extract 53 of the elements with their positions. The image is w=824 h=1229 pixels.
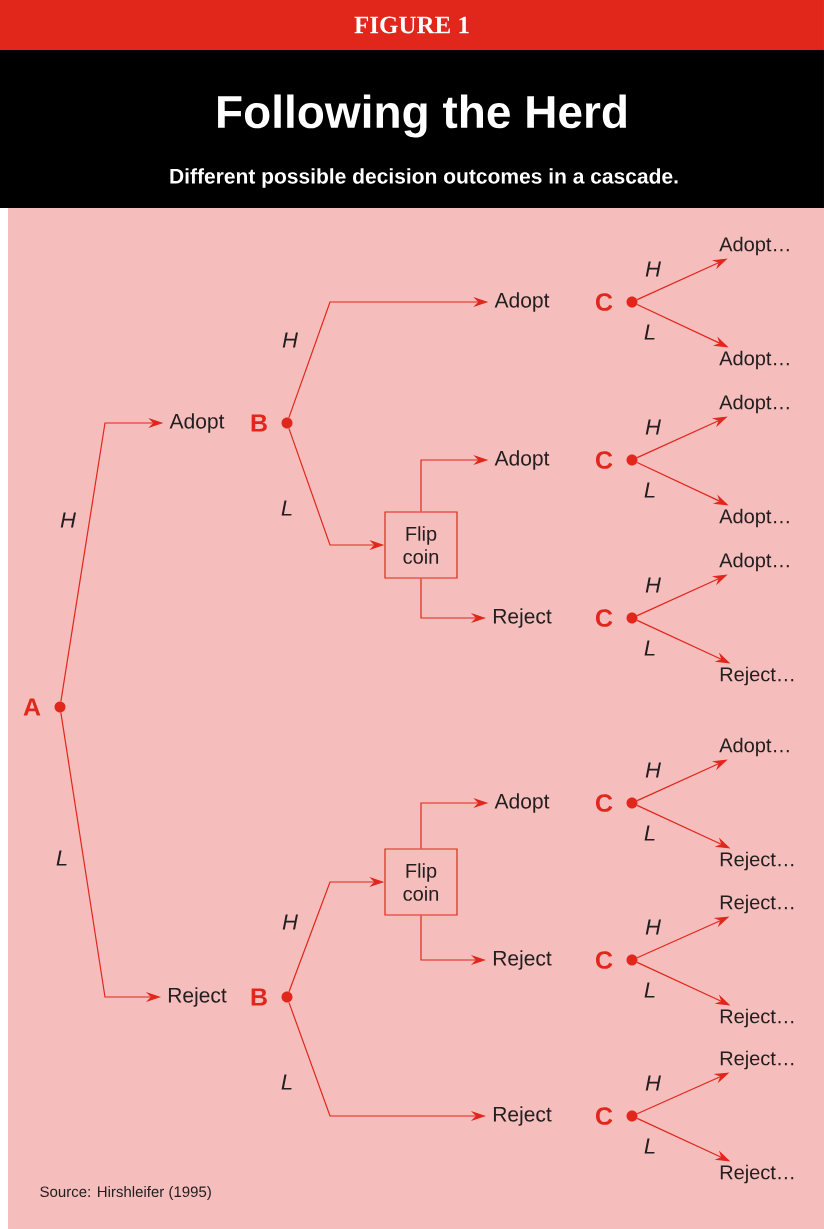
edge-label: L bbox=[281, 1074, 292, 1090]
node-letter: C bbox=[596, 794, 613, 812]
edge-label: H bbox=[60, 512, 76, 528]
subtitle: Different possible decision outcomes in a cascade. bbox=[170, 168, 678, 188]
outcome-label: Reject… bbox=[720, 666, 794, 686]
decision-label: Adopt bbox=[494, 793, 550, 813]
node-letter: C bbox=[596, 951, 613, 969]
edge-label: L bbox=[56, 850, 67, 866]
edge-label: L bbox=[644, 1138, 655, 1154]
outcome-label: Adopt… bbox=[719, 394, 789, 414]
node-letter: C bbox=[596, 1107, 613, 1125]
node-letter: C bbox=[596, 609, 613, 627]
decision-label: Reject bbox=[168, 987, 227, 1007]
edge-label: H bbox=[645, 919, 661, 935]
decision-label: Adopt bbox=[169, 413, 225, 433]
outcome-label: Reject… bbox=[720, 894, 794, 914]
edge-label: H bbox=[645, 419, 661, 435]
edge-label: L bbox=[281, 500, 292, 516]
outcome-label: Reject… bbox=[720, 1008, 794, 1028]
edge-label: L bbox=[644, 982, 655, 998]
flip-coin-box: Flip coin bbox=[384, 511, 458, 579]
edge-label: L bbox=[644, 324, 655, 340]
flip-coin-box: Flip coin bbox=[384, 848, 458, 916]
node-letter: B bbox=[251, 414, 267, 432]
node-letter: B bbox=[251, 988, 267, 1006]
decision-label: Reject bbox=[493, 1106, 552, 1126]
outcome-label: Adopt… bbox=[719, 236, 789, 256]
edge-label: L bbox=[644, 482, 655, 498]
decision-label: Reject bbox=[493, 608, 552, 628]
outcome-label: Adopt… bbox=[719, 737, 789, 757]
edge-label: H bbox=[645, 261, 661, 277]
node-letter: C bbox=[596, 451, 613, 469]
edge-label: H bbox=[645, 1075, 661, 1091]
outcome-label: Adopt… bbox=[719, 350, 789, 370]
figure-number: FIGURE 1 bbox=[354, 16, 469, 34]
decision-label: Reject bbox=[493, 950, 552, 970]
outcome-label: Reject… bbox=[720, 1050, 794, 1070]
node-letter: A bbox=[23, 698, 41, 716]
edge-label: H bbox=[645, 577, 661, 593]
outcome-label: Reject… bbox=[720, 1164, 794, 1184]
outcome-label: Adopt… bbox=[719, 508, 789, 528]
edge-label: H bbox=[282, 332, 298, 348]
outcome-label: Reject… bbox=[720, 851, 794, 871]
edge-label: L bbox=[644, 640, 655, 656]
decision-label: Adopt bbox=[494, 450, 550, 470]
edge-label: L bbox=[644, 825, 655, 841]
edge-label: H bbox=[645, 762, 661, 778]
source-note: Source: Hirshleifer (1995) bbox=[40, 1186, 211, 1200]
title: Following the Herd bbox=[218, 94, 626, 138]
decision-label: Adopt bbox=[494, 292, 550, 312]
node-letter: C bbox=[596, 293, 613, 311]
edge-label: H bbox=[282, 914, 298, 930]
outcome-label: Adopt… bbox=[719, 552, 789, 572]
